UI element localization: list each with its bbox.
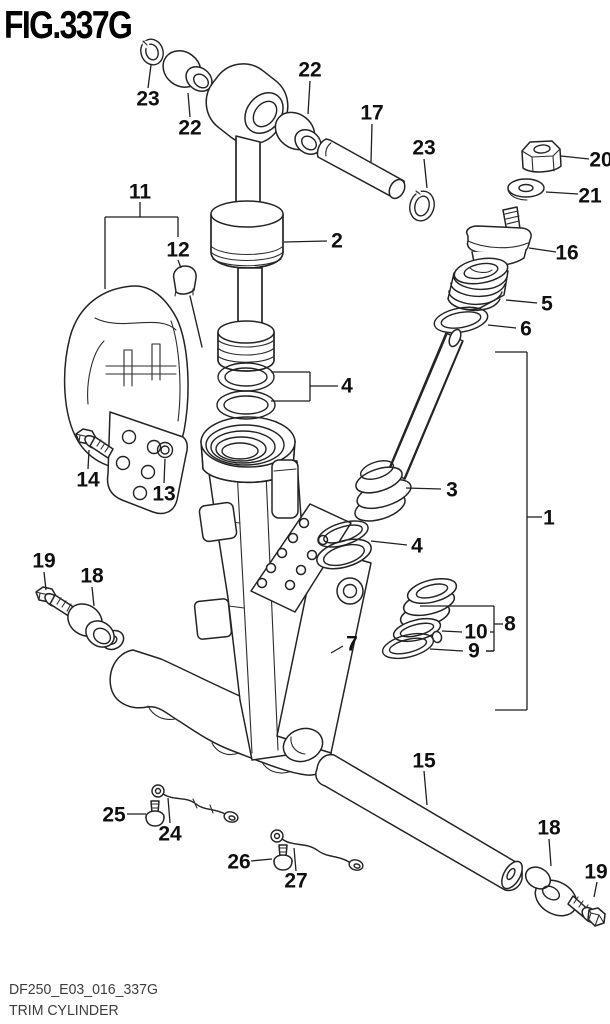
- part-number-8: 8: [504, 613, 516, 636]
- part-number-21: 21: [578, 185, 602, 208]
- part-number-17: 17: [360, 102, 383, 125]
- leader-line: [91, 586, 95, 607]
- seal-bushing-4: [216, 320, 276, 420]
- piston-rod-assembly-1: [354, 328, 464, 522]
- leader-line: [405, 487, 442, 490]
- leader-line: [43, 571, 47, 591]
- leader-line: [423, 770, 428, 806]
- leader-line: [330, 645, 344, 654]
- shaft-15: [315, 753, 523, 892]
- part-number-4: 4: [411, 535, 423, 558]
- nut-20: [521, 140, 562, 173]
- part-number-19: 19: [584, 861, 607, 884]
- snap-ring-23-lower: [409, 190, 435, 222]
- bolt-19-bottom: [567, 895, 606, 927]
- washer-21: [507, 178, 545, 201]
- leader-line: [283, 240, 328, 243]
- backup-ring-10: [392, 617, 443, 644]
- leader-line: [187, 92, 191, 118]
- ground-cable-27: [270, 829, 364, 871]
- bushing-18-bottom: [524, 866, 578, 917]
- bushing-22-right: [274, 111, 322, 155]
- part-number-19: 19: [32, 550, 55, 573]
- part-number-20: 20: [589, 149, 610, 172]
- part-number-7: 7: [346, 633, 358, 656]
- bolt-14: [75, 428, 114, 459]
- leader-line: [548, 838, 552, 867]
- part-number-23: 23: [136, 88, 159, 111]
- cylinder-plug-5: [447, 257, 509, 312]
- drawing-code: DF250_E03_016_337G: [9, 981, 158, 998]
- callout-layer: 23 22 22 17 23 20 21 11 12 2 16 56 4 14 13 3 1 19 18 4 8 109 7…: [32, 59, 610, 898]
- leader-line: [441, 630, 463, 633]
- part-number-5: 5: [541, 293, 553, 316]
- part-number-22: 22: [298, 59, 321, 82]
- part-number-12: 12: [166, 239, 189, 262]
- drawing-title: TRIM CYLINDER: [9, 1002, 119, 1019]
- o-ring-4-lower: [317, 520, 369, 548]
- leader-line: [177, 259, 182, 269]
- snap-ring-23-upper: [140, 38, 164, 66]
- leader-line: [87, 449, 90, 470]
- part-number-1: 1: [543, 507, 555, 530]
- clamp-bracket-shield: [63, 285, 189, 515]
- part-number-23: 23: [412, 137, 435, 160]
- part-number-14: 14: [76, 469, 100, 492]
- leader-line: [560, 155, 590, 160]
- pin-17: [316, 138, 406, 200]
- leader-line: [307, 80, 311, 115]
- part-number-22: 22: [178, 117, 201, 140]
- part-number-9: 9: [468, 640, 480, 663]
- o-ring-13: [156, 441, 174, 459]
- part-number-15: 15: [412, 750, 436, 773]
- part-number-27: 27: [284, 870, 307, 893]
- part-number-24: 24: [158, 823, 182, 846]
- part-number-18: 18: [80, 565, 104, 588]
- leader-line: [593, 881, 598, 898]
- cap-12: [172, 265, 203, 348]
- leader-line: [528, 247, 557, 253]
- part-number-6: 6: [520, 318, 532, 341]
- leader-line: [147, 64, 152, 89]
- leader-line: [545, 191, 579, 195]
- ground-cable-24: [151, 784, 239, 823]
- figure-title: FIG.337G: [4, 4, 133, 47]
- manual-release-screw-16: [466, 206, 532, 267]
- bushing-18-left: [67, 603, 115, 648]
- trim-cylinder-rod-2: [205, 63, 289, 329]
- leader-line: [163, 458, 166, 484]
- part-number-11: 11: [129, 181, 152, 204]
- leader-line: [293, 847, 297, 872]
- screw-26: [273, 844, 293, 871]
- part-number-25: 25: [102, 804, 126, 827]
- leader-line: [423, 158, 428, 189]
- leader-line: [167, 797, 171, 824]
- leader-line: [250, 858, 273, 862]
- part-number-3: 3: [446, 479, 458, 502]
- part-number-18: 18: [537, 817, 561, 840]
- part-number-26: 26: [227, 851, 250, 874]
- part-number-4: 4: [341, 375, 353, 398]
- leader-line: [487, 324, 517, 329]
- screw-25: [145, 800, 165, 827]
- part-number-16: 16: [555, 242, 578, 265]
- page-footer: DF250_E03_016_337G TRIM CYLINDER: [9, 979, 158, 1021]
- leader-line: [370, 123, 373, 163]
- part-number-2: 2: [331, 230, 343, 253]
- leader-line: [370, 540, 408, 546]
- o-ring-6: [433, 306, 489, 334]
- o-ring-9: [381, 632, 435, 660]
- part-number-10: 10: [464, 621, 487, 644]
- part-number-13: 13: [152, 483, 175, 506]
- leader-line: [429, 648, 464, 652]
- leader-line: [505, 299, 538, 304]
- bushing-22-left: [162, 50, 213, 92]
